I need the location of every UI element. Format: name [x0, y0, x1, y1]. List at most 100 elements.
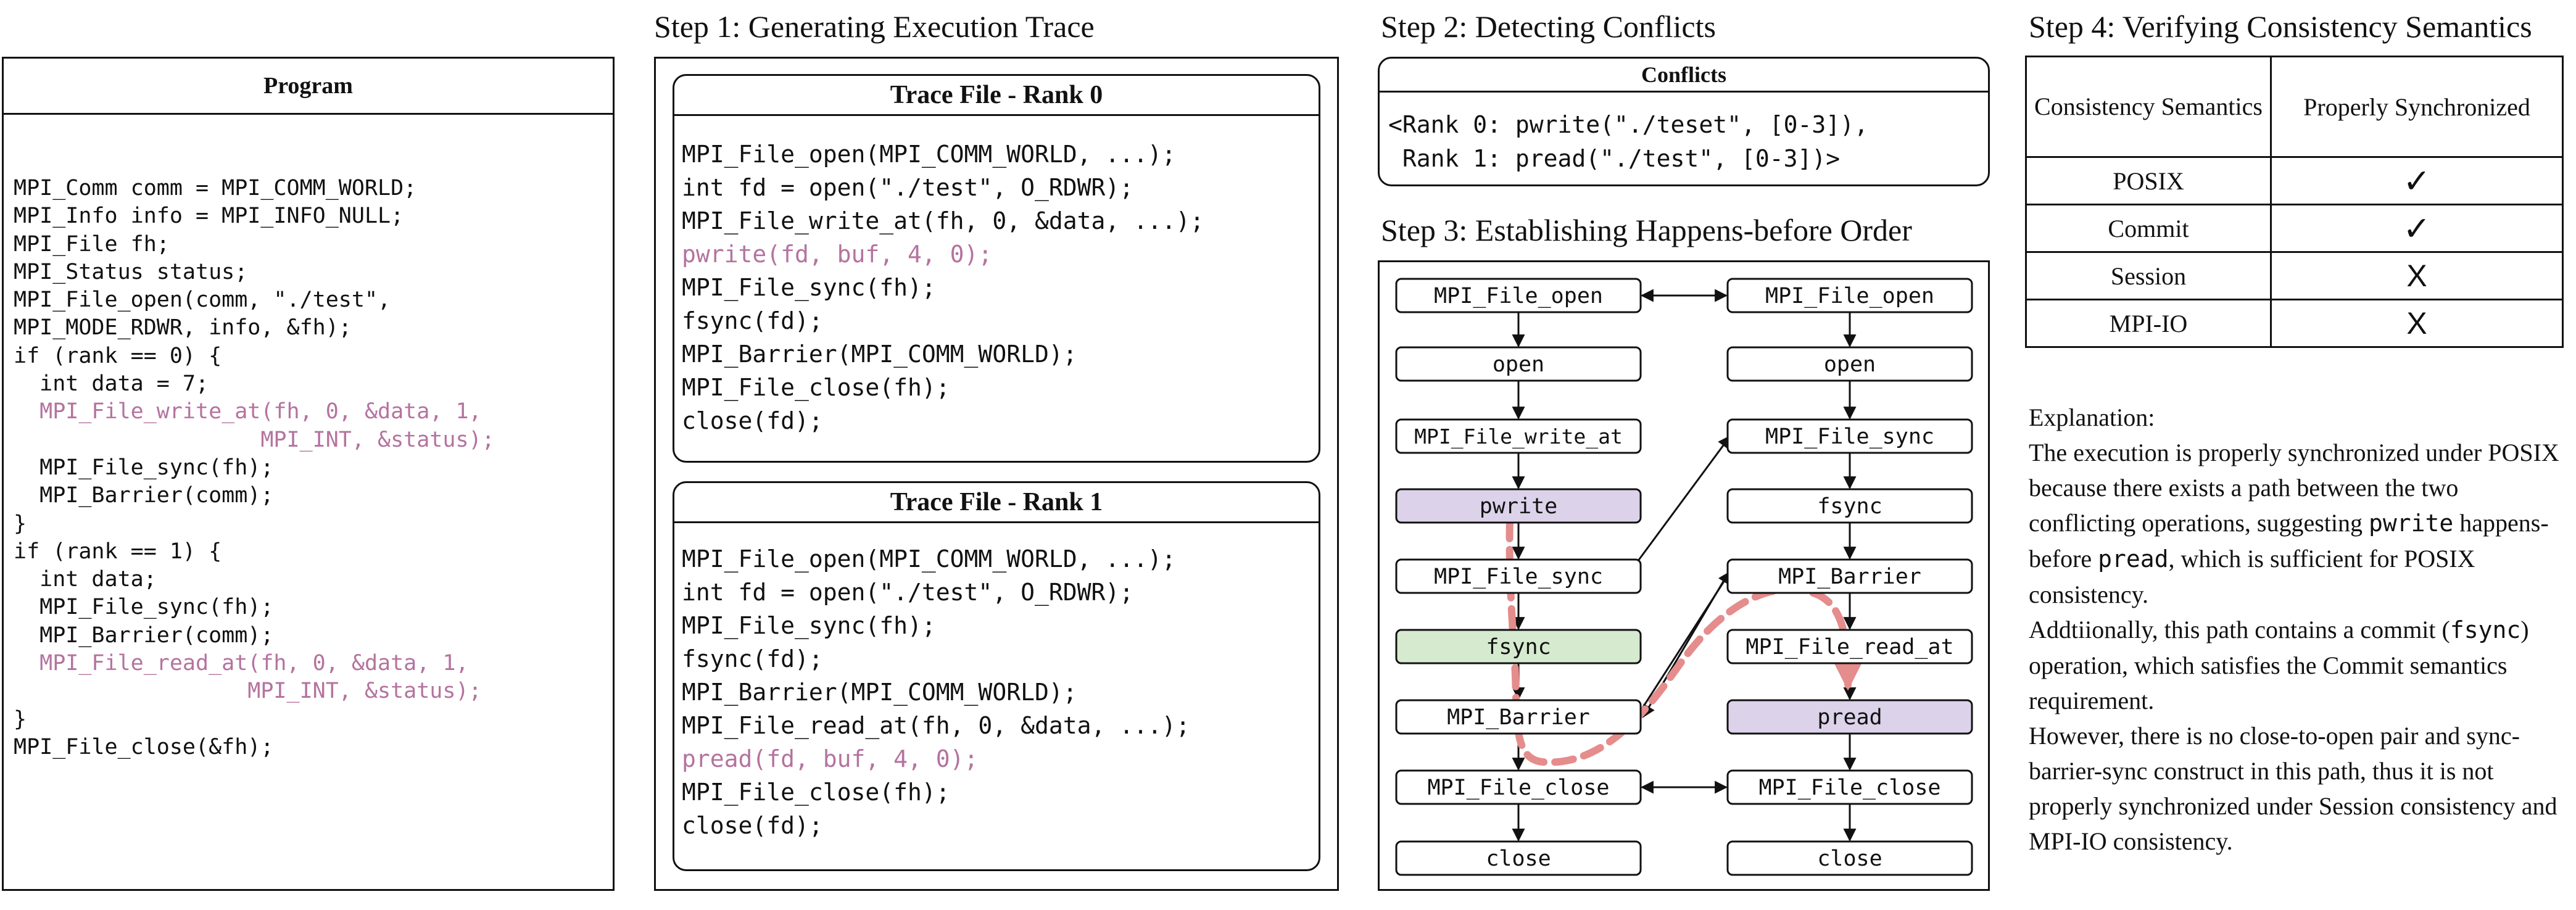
trace-line: MPI_Barrier(MPI_COMM_WORLD);	[682, 679, 1077, 706]
conflict-line: <Rank 0: pwrite("./teset", [0-3]),	[1388, 111, 1868, 138]
happens-before-panel	[1378, 260, 1990, 891]
graph-node-box	[1726, 769, 1973, 805]
graph-node-box	[1726, 699, 1973, 735]
semantics-name: Commit	[2025, 204, 2272, 253]
trace-line: int fd = open("./test", O_RDWR);	[682, 174, 1134, 201]
code-line: MPI_MODE_RDWR, info, &fh);	[14, 315, 352, 341]
trace-line: MPI_File_open(MPI_COMM_WORLD, ...);	[682, 545, 1176, 573]
graph-node-label: MPI_File_write_at	[1414, 424, 1623, 449]
program-code: MPI_Comm comm = MPI_COMM_WORLD; MPI_Info …	[14, 175, 495, 761]
step4-title: Step 4: Verifying Consistency Semantics	[2029, 9, 2532, 44]
graph-node-box	[1395, 488, 1642, 524]
code-line: int data = 7;	[14, 371, 209, 397]
graph-node-box	[1726, 840, 1973, 876]
trace-line: fsync(fd);	[682, 645, 823, 672]
code-line: MPI_File fh;	[14, 231, 170, 257]
code-line: MPI_Barrier(comm);	[14, 623, 274, 648]
trace-line: pwrite(fd, buf, 4, 0);	[682, 241, 993, 268]
trace-line: MPI_File_open(MPI_COMM_WORLD, ...);	[682, 141, 1176, 168]
graph-node-box	[1395, 840, 1642, 876]
graph-node-label: MPI_Barrier	[1447, 705, 1590, 730]
graph-node-label: pread	[1817, 705, 1882, 730]
graph-node-label: MPI_File_sync	[1434, 565, 1603, 589]
explanation-paragraph: The execution is properly synchronized u…	[2029, 439, 2559, 608]
trace-line: MPI_File_sync(fh);	[682, 612, 936, 639]
check-icon: ✓	[2270, 156, 2564, 205]
trace-line: int fd = open("./test", O_RDWR);	[682, 579, 1134, 606]
code-line: MPI_INT, &status);	[14, 679, 482, 704]
code-line: }	[14, 706, 27, 732]
graph-node-label: close	[1486, 846, 1551, 871]
trace-line: MPI_File_read_at(fh, 0, &data, ...);	[682, 712, 1190, 739]
conflicts-title: Conflicts	[1380, 59, 1988, 93]
explanation: Explanation: The execution is properly s…	[2029, 400, 2569, 859]
graph-nodes: MPI_File_openopenMPI_File_write_atpwrite…	[1395, 278, 1973, 876]
check-icon: ✓	[2270, 204, 2564, 253]
explanation-paragraph: Addtiionally, this path contains a commi…	[2029, 616, 2529, 714]
graph-node-box	[1726, 488, 1973, 524]
graph-node-label: open	[1824, 352, 1876, 377]
trace-line: MPI_File_sync(fh);	[682, 274, 936, 301]
graph-node-box	[1395, 278, 1642, 313]
sync-edge	[1633, 435, 1731, 566]
step1-panel	[654, 57, 1339, 891]
trace-line: fsync(fd);	[682, 307, 823, 334]
code-line: MPI_File_write_at(fh, 0, &data, 1,	[14, 399, 482, 424]
conflicts-list: <Rank 0: pwrite("./teset", [0-3]), Rank …	[1388, 108, 1868, 176]
graph-node-label: fsync	[1486, 635, 1551, 660]
step1-title: Step 1: Generating Execution Trace	[654, 9, 1095, 44]
program-title: Program	[4, 59, 613, 115]
explanation-paragraph: However, there is no close-to-open pair …	[2029, 722, 2557, 855]
trace-rank0-code: MPI_File_open(MPI_COMM_WORLD, ...); int f…	[682, 138, 1204, 437]
conflicts-panel: Conflicts <Rank 0: pwrite("./teset", [0-…	[1378, 57, 1990, 186]
trace-rank0-title: Trace File - Rank 0	[674, 76, 1319, 116]
step3-title: Step 3: Establishing Happens-before Orde…	[1381, 213, 1912, 247]
graph-node-label: MPI_File_sync	[1765, 424, 1934, 449]
program-panel: Program MPI_Comm comm = MPI_COMM_WORLD;M…	[2, 57, 615, 891]
graph-node-box	[1726, 278, 1973, 313]
sync-edge	[1641, 571, 1731, 709]
graph-node-label: MPI_Barrier	[1778, 565, 1921, 589]
graph-node-label: MPI_File_read_at	[1746, 635, 1953, 660]
trace-line: MPI_File_close(fh);	[682, 779, 950, 806]
table-row: MPI-IO X	[2025, 299, 2564, 348]
graph-node-label: pwrite	[1480, 494, 1557, 519]
code-line: MPI_Info info = MPI_INFO_NULL;	[14, 204, 404, 229]
graph-edges	[1512, 289, 1857, 842]
graph-node-box	[1395, 769, 1642, 805]
graph-node-box	[1395, 558, 1642, 594]
graph-node-label: MPI_File_open	[1434, 284, 1603, 308]
graph-node-label: MPI_File_open	[1765, 284, 1934, 308]
consistency-table: Consistency Semantics Properly Synchroni…	[2025, 56, 2564, 348]
code-line: if (rank == 0) {	[14, 343, 222, 368]
code-line: MPI_Comm comm = MPI_COMM_WORLD;	[14, 176, 417, 201]
explanation-heading: Explanation:	[2029, 403, 2155, 431]
code-line: MPI_File_close(&fh);	[14, 734, 274, 759]
semantics-name: MPI-IO	[2025, 299, 2272, 348]
graph-node-box	[1395, 346, 1642, 382]
graph-node-box	[1395, 629, 1642, 664]
code-line: MPI_INT, &status);	[14, 427, 495, 452]
graph-node-box	[1726, 558, 1973, 594]
graph-node-label: close	[1817, 846, 1882, 871]
graph-node-box	[1726, 629, 1973, 664]
table-row: POSIX ✓	[2025, 156, 2564, 205]
code-line: MPI_File_read_at(fh, 0, &data, 1,	[14, 651, 469, 676]
trace-rank1-title: Trace File - Rank 1	[674, 483, 1319, 523]
trace-line: MPI_File_close(fh);	[682, 374, 950, 401]
code-line: }	[14, 511, 27, 536]
graph-node-box	[1395, 418, 1642, 454]
trace-line: MPI_File_write_at(fh, 0, &data, ...);	[682, 207, 1204, 234]
semantics-name: POSIX	[2025, 156, 2272, 205]
code-line: MPI_File_sync(fh);	[14, 455, 274, 480]
graph-node-box	[1726, 346, 1973, 382]
table-header-row: Consistency Semantics Properly Synchroni…	[2025, 56, 2564, 158]
graph-node-label: MPI_File_close	[1758, 776, 1940, 800]
code-line: MPI_Status status;	[14, 259, 248, 284]
code-line: MPI_File_open(comm, "./test",	[14, 287, 391, 313]
graph-node-box	[1395, 699, 1642, 735]
trace-file-rank1: Trace File - Rank 1 MPI_File_open(MPI_CO…	[673, 481, 1320, 871]
trace-line: close(fd);	[682, 407, 823, 434]
header-consistency-semantics: Consistency Semantics	[2025, 56, 2272, 158]
